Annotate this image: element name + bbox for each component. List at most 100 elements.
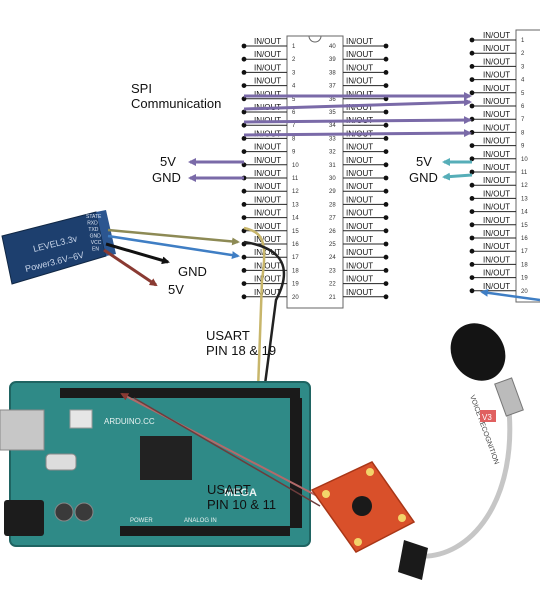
chip1-pin-label: IN/OUT [254, 209, 281, 218]
chip1-pin-number-right: 31 [329, 163, 336, 169]
chip1-pin-label-right: IN/OUT [346, 103, 373, 112]
chip1-pin-label: IN/OUT [254, 235, 281, 244]
usart1-wire-black [243, 240, 286, 393]
chip1-pin-dot-right [383, 188, 389, 194]
chip1-pin-label-right: IN/OUT [346, 209, 373, 218]
chip2-pin-number: 20 [521, 289, 528, 295]
chip2-pin-label: IN/OUT [483, 84, 510, 93]
chip1-pin-label: IN/OUT [254, 77, 281, 86]
reset-button [69, 409, 93, 429]
chip1-pin-label: IN/OUT [254, 261, 281, 270]
chip1-pin-number: 18 [292, 268, 299, 274]
bluetooth-module: LEVEL3.3v Power3.6V~6V STATERXDTXDGNDVCC… [1, 210, 116, 285]
chip1-pin-label: IN/OUT [254, 90, 281, 99]
chip1-pin-number: 4 [292, 84, 296, 90]
bottom-header [120, 526, 290, 536]
chip1-pin-dot [241, 202, 247, 207]
chip1-pin-number-right: 27 [329, 216, 336, 222]
chip2-pin-dot [469, 130, 475, 135]
chip1-pin-label-right: IN/OUT [346, 90, 373, 99]
bt-pin-label: GND [90, 234, 102, 240]
chip1-body [286, 35, 344, 309]
chip1-pin-dot [241, 254, 247, 260]
chip1-pin-number-right: 39 [329, 57, 336, 63]
bt-pin-label: RXD [87, 221, 98, 227]
chip2-pin-number: 5 [521, 91, 525, 97]
chip1-pin-number-right: 26 [329, 229, 336, 235]
chip1-pin-number: 17 [292, 255, 299, 261]
mic-vertical-text: VOICE RECOGNITION [468, 394, 500, 465]
bt-pin-label: VCC [91, 240, 102, 246]
chip2-left-pins: IN/OUT1IN/OUT2IN/OUT3IN/OUT4IN/OUT5IN/OU… [469, 31, 528, 295]
chip1-pin-number: 13 [292, 202, 299, 208]
chip1-pin-dot-right [383, 70, 389, 75]
chip2-pin-dot [469, 169, 475, 175]
chip1-pin-label-right: IN/OUT [346, 182, 373, 191]
chip1-pin-label-right: IN/OUT [346, 143, 373, 152]
chip1-pin-dot-right [383, 268, 389, 273]
chip2-pin-dot [469, 116, 475, 122]
chip2-pin-dot [469, 37, 475, 43]
chip1-pin-dot [241, 96, 247, 102]
chip2-pin-number: 14 [521, 210, 528, 216]
chip1-pin-dot [241, 228, 247, 234]
chip1-pin-number: 15 [292, 229, 299, 235]
chip2-pin-label: IN/OUT [483, 189, 510, 198]
bt-5v-wire [103, 248, 158, 287]
chip2-pin-label: IN/OUT [483, 282, 510, 291]
chip1-pin-number: 14 [292, 216, 299, 222]
label-5v-left: 5V [160, 154, 176, 169]
chip1-pin-label-right: IN/OUT [346, 37, 373, 46]
hole-3 [398, 514, 406, 522]
chip2-gnd-wire [442, 172, 473, 181]
chip2-pin-number: 7 [521, 117, 525, 123]
chip1-pin-dot-right [383, 149, 389, 155]
chip1-pin-dot [241, 149, 247, 155]
chip1-pin-label: IN/OUT [254, 182, 281, 191]
analog-label: ANALOG IN [184, 518, 217, 524]
chip1-pin-dot [241, 83, 247, 88]
chip2-pin-dot [469, 90, 475, 96]
chip1-pin-label: IN/OUT [254, 50, 281, 59]
bt-5v-label: 5V [168, 282, 184, 297]
chip1-pin-dot [241, 294, 247, 300]
power-jack [4, 500, 44, 536]
chip1-pin-dot [241, 109, 247, 115]
chip2-pin-dot [469, 196, 475, 201]
chip2-pin-dot [469, 288, 475, 294]
chip1-pin-label-right: IN/OUT [346, 288, 373, 297]
chip2-pin-label: IN/OUT [483, 255, 510, 264]
chip1-pin-number-right: 37 [329, 84, 336, 90]
chip1-pin-label-right: IN/OUT [346, 235, 373, 244]
chip2-pin-dot [469, 156, 475, 162]
chip1-pin-number: 2 [292, 57, 296, 63]
chip1-pin-label: IN/OUT [254, 169, 281, 178]
chip1-pin-number-right: 40 [329, 44, 336, 50]
chip2-pin-number: 12 [521, 183, 528, 189]
usart1-pins-label: PIN 18 & 19 [206, 343, 276, 358]
chip1-pin-dot-right [383, 175, 389, 181]
mic-plug [398, 540, 428, 580]
mcu-chip [140, 436, 192, 480]
mic-badge-text: V3 [482, 413, 492, 422]
chip1-pin-label-right: IN/OUT [346, 195, 373, 204]
hole-1 [322, 490, 330, 498]
capacitor-2 [54, 502, 74, 522]
chip1-pin-number: 16 [292, 242, 299, 248]
bt-gnd-wire [105, 242, 170, 265]
chip1-pin-label-right: IN/OUT [346, 77, 373, 86]
chip1-pin-number: 11 [292, 176, 299, 182]
chip1-pin-label-right: IN/OUT [346, 261, 373, 270]
chip2-pin-label: IN/OUT [483, 71, 510, 80]
chip1-pin-label-right: IN/OUT [346, 156, 373, 165]
chip1-pin-number-right: 28 [329, 202, 336, 208]
chip2-body [515, 29, 540, 303]
mic-head [450, 323, 506, 381]
mic-cable [417, 399, 513, 559]
chip2-pin-number: 18 [521, 262, 528, 268]
chip1-pin-number-right: 24 [329, 255, 336, 261]
chip1-pin-label: IN/OUT [254, 63, 281, 72]
chip1-pin-dot-right [383, 215, 389, 221]
